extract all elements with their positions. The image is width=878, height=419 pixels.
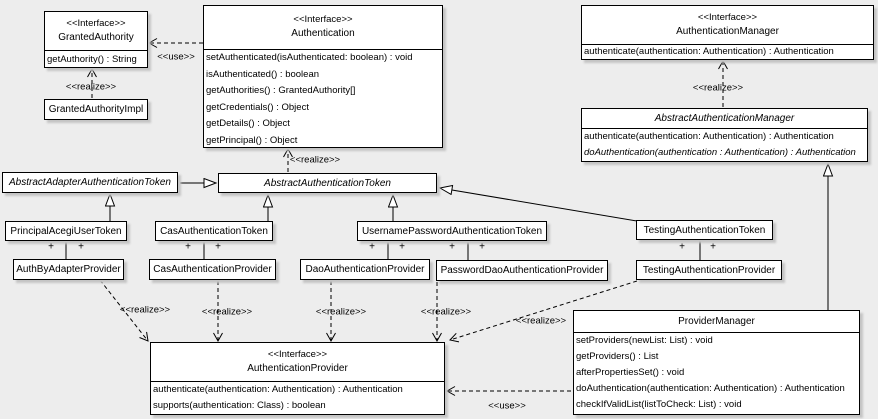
edge-label-realize: <<realize>> [201,306,253,318]
class-header: AbstractAuthenticationManager [582,109,867,128]
edge-label-realize: <<realize>> [119,304,171,316]
edge-label-use: <<use>> [488,400,526,412]
assoc-end-label: + [78,241,84,253]
class-testing-authentication-token[interactable]: TestingAuthenticationToken [636,220,773,240]
assoc-end-label: + [185,241,191,253]
class-name: TestingAuthenticationProvider [642,264,776,276]
assoc-end-label: + [215,241,221,253]
class-name: AuthByAdapterProvider [16,264,121,275]
class-password-dao-authentication-provider[interactable]: PasswordDaoAuthenticationProvider [436,260,608,281]
assoc-end-label: + [369,241,375,253]
class-dao-authentication-provider[interactable]: DaoAuthenticationProvider [300,259,430,280]
class-testing-authentication-provider[interactable]: TestingAuthenticationProvider [636,260,782,280]
edge-realize-testingprovider-provider [449,280,638,343]
class-name: CasAuthenticationProvider [153,264,272,275]
method: authenticate(authentication: Authenticat… [584,131,834,142]
class-name: AbstractAuthenticationToken [264,177,391,189]
class-name: PasswordDaoAuthenticationProvider [440,265,604,276]
assoc-end-label: + [710,241,716,253]
class-header: <<Interface>> Authentication [204,6,442,49]
class-name: GrantedAuthority [58,32,134,43]
class-authentication[interactable]: <<Interface>> Authentication setAuthenti… [203,5,443,148]
edge-gen-testing-to-abstract-token [440,188,638,222]
class-principal-acegi-user-token[interactable]: PrincipalAcegiUserToken [5,221,127,241]
class-name: ProviderManager [678,316,755,327]
assoc-end-label: + [399,241,405,253]
class-authentication-provider[interactable]: <<Interface>> AuthenticationProvider aut… [150,342,445,415]
stereotype-interface: <<Interface>> [66,18,126,29]
method: doAuthentication(authentication: Authent… [576,383,845,394]
edge-label-realize: <<realize>> [420,306,472,318]
class-header: <<Interface>> AuthenticationProvider [151,343,444,381]
assoc-end-label: + [679,241,685,253]
method: setAuthenticated(isAuthenticated: boolea… [206,52,413,63]
class-name: AuthenticationProvider [247,363,348,374]
stereotype-interface: <<Interface>> [697,12,758,23]
method: authenticate(authentication: Authenticat… [584,46,834,57]
class-provider-manager[interactable]: ProviderManager setProviders(newList: Li… [573,310,860,415]
method: setProviders(newList: List) : void [576,335,713,346]
class-name: Authentication [291,28,355,39]
class-granted-authority-impl[interactable]: GrantedAuthorityImpl [44,99,148,120]
methods-compartment: authenticate(authentication: Authenticat… [582,128,867,161]
edge-label-realize: <<realize>> [692,82,744,94]
method: afterPropertiesSet() : void [576,367,685,378]
class-abstract-authentication-token[interactable]: AbstractAuthenticationToken [218,173,437,193]
edge-label-realize: <<realize>> [315,306,367,318]
class-name: AuthenticationManager [676,26,779,37]
methods-compartment: setAuthenticated(isAuthenticated: boolea… [204,49,442,147]
method: getCredentials() : Object [206,101,309,113]
class-name: DaoAuthenticationProvider [305,264,425,275]
method: isAuthenticated() : boolean [206,68,320,80]
method: getProviders() : List [576,351,659,362]
method: getAuthorities() : GrantedAuthority[] [206,85,356,96]
class-cas-authentication-provider[interactable]: CasAuthenticationProvider [149,259,276,280]
class-abstract-authentication-manager[interactable]: AbstractAuthenticationManager authentica… [581,108,868,162]
methods-compartment: authenticate(authentication: Authenticat… [151,381,444,414]
class-header: <<Interface>> AuthenticationManager [582,6,873,44]
method: getPrincipal() : Object [206,134,298,146]
edge-realize-authbyadapter-provider [99,279,149,342]
class-authentication-manager[interactable]: <<Interface>> AuthenticationManager auth… [581,5,874,60]
method: getAuthority() : String [47,54,137,65]
method: authenticate(authentication: Authenticat… [153,384,403,395]
class-name: TestingAuthenticationToken [643,224,766,236]
stereotype-interface: <<Interface>> [267,349,328,360]
class-granted-authority[interactable]: <<Interface>> GrantedAuthority getAuthor… [44,11,148,68]
class-username-password-authentication-token[interactable]: UsernamePasswordAuthenticationToken [357,221,547,241]
edge-label-realize: <<realize>> [515,315,567,327]
assoc-end-label: + [449,241,455,253]
stereotype-interface: <<Interface>> [293,14,353,25]
method: getDetails() : Object [206,118,290,129]
methods-compartment: authenticate(authentication: Authenticat… [582,44,873,59]
class-auth-by-adapter-provider[interactable]: AuthByAdapterProvider [13,259,124,280]
method: supports(authentication: Class) : boolea… [153,400,326,411]
class-header: ProviderManager [574,311,859,332]
class-name: AbstractAdapterAuthenticationToken [9,177,171,188]
edge-label-use: <<use>> [157,51,195,63]
method-abstract: doAuthentication(authentication : Authen… [584,147,856,158]
method: checkIfValidList(listToCheck: List) : vo… [576,399,742,410]
class-name: PrincipalAcegiUserToken [10,225,122,237]
assoc-end-label: + [479,241,485,253]
class-name: GrantedAuthorityImpl [48,104,144,115]
edge-label-realize: <<realize>> [65,81,117,93]
class-abstract-adapter-authentication-token[interactable]: AbstractAdapterAuthenticationToken [2,172,178,193]
class-header: <<Interface>> GrantedAuthority [45,12,147,50]
class-name: AbstractAuthenticationManager [654,113,795,124]
methods-compartment: getAuthority() : String [45,50,147,67]
assoc-end-label: + [48,241,54,253]
class-cas-authentication-token[interactable]: CasAuthenticationToken [155,221,273,241]
class-name: UsernamePasswordAuthenticationToken [361,225,543,237]
class-name: CasAuthenticationToken [160,225,268,237]
edge-label-realize: <<realize>> [289,154,341,166]
methods-compartment: setProviders(newList: List) : void getPr… [574,332,859,413]
